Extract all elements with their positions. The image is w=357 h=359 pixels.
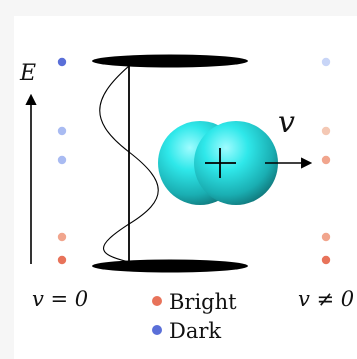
legend: Bright Dark	[152, 290, 237, 343]
legend-bright-marker	[152, 296, 162, 306]
bright-state-dot	[321, 232, 331, 242]
bright-state-dot	[321, 255, 331, 265]
energy-axis-label: E	[19, 61, 36, 86]
crosshair-icon	[205, 148, 236, 178]
legend-bright-label: Bright	[169, 290, 237, 314]
legend-dark-marker	[152, 325, 162, 335]
cavity-mode-wave	[99, 65, 159, 263]
bright-state-dot	[321, 126, 331, 136]
dark-state-dot	[57, 57, 67, 67]
bright-state-dot	[57, 255, 67, 265]
legend-dark-label: Dark	[169, 319, 221, 343]
bright-state-dot	[57, 232, 67, 242]
dark-state-dot	[57, 155, 67, 165]
bright-state-dot	[321, 155, 331, 165]
state-zero-label: v = 0	[32, 287, 88, 311]
dark-state-dot	[321, 57, 331, 67]
mirror-bottom-icon	[92, 259, 248, 273]
velocity-label: v	[278, 105, 295, 140]
dark-state-dot	[57, 126, 67, 136]
mirror-top-icon	[92, 54, 248, 68]
state-moving-label: v ≠ 0	[298, 287, 354, 311]
